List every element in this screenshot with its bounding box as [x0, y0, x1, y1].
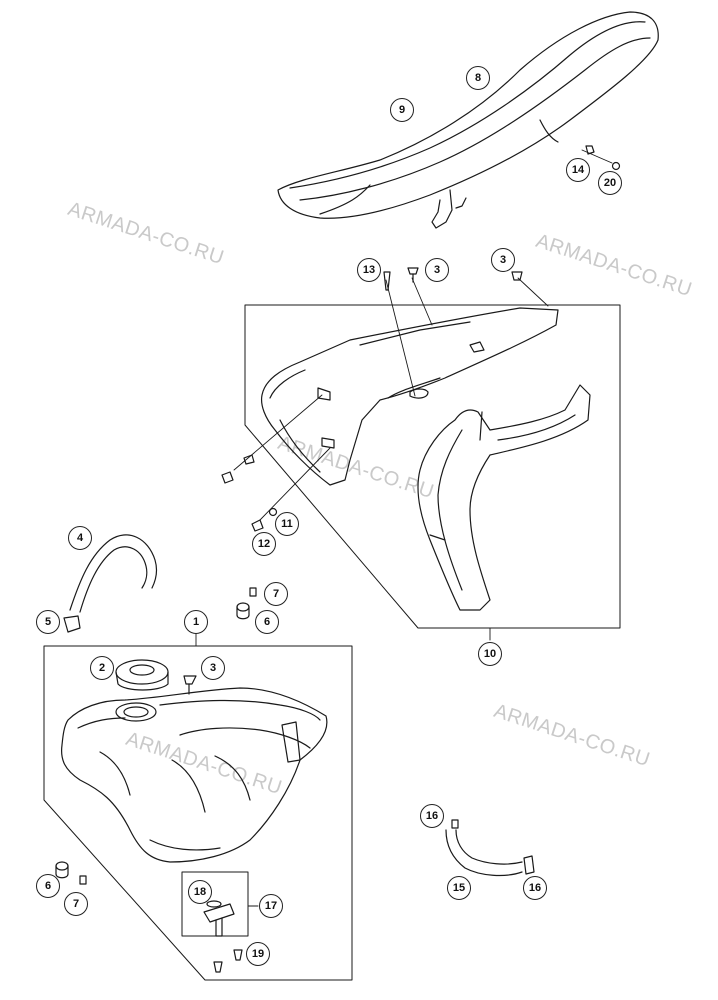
callout-3-tank: 3: [201, 656, 225, 680]
hardware-top: [221, 145, 621, 532]
callout-18: 18: [188, 880, 212, 904]
callout-6-bottom: 6: [36, 874, 60, 898]
side-panel-group-frame: [244, 304, 621, 629]
hardware-tank-bottom: [55, 861, 87, 885]
callout-4: 4: [68, 526, 92, 550]
callout-8: 8: [466, 66, 490, 90]
callout-15: 15: [447, 876, 471, 900]
callout-20: 20: [598, 171, 622, 195]
side-cover-left: [260, 307, 559, 486]
callout-6-mid: 6: [255, 610, 279, 634]
callout-12: 12: [252, 532, 276, 556]
callout-13: 13: [357, 258, 381, 282]
callout-10: 10: [478, 642, 502, 666]
callout-3-right-panel: 3: [491, 248, 515, 272]
side-cover-right: [417, 384, 591, 611]
callout-7-mid: 7: [264, 582, 288, 606]
callout-2: 2: [90, 656, 114, 680]
callout-14: 14: [566, 158, 590, 182]
callout-19: 19: [246, 942, 270, 966]
callout-11: 11: [275, 512, 299, 536]
fuel-tank-group-frame: [43, 645, 353, 981]
fuel-tap-group: [181, 871, 259, 973]
seat: [277, 11, 659, 229]
callout-16-top: 16: [420, 804, 444, 828]
fuel-tank: [60, 687, 328, 863]
callout-1: 1: [184, 610, 208, 634]
callout-5: 5: [36, 610, 60, 634]
hardware-mid: [236, 587, 257, 620]
leader-lines: [233, 149, 613, 641]
callout-3-seat-panel: 3: [425, 258, 449, 282]
callout-16-bottom: 16: [523, 876, 547, 900]
breather-hose: [445, 819, 535, 877]
fuel-cap: [115, 659, 197, 695]
fuel-hose: [63, 534, 158, 633]
callout-7-bottom: 7: [64, 892, 88, 916]
callout-9: 9: [390, 98, 414, 122]
callout-17: 17: [259, 894, 283, 918]
